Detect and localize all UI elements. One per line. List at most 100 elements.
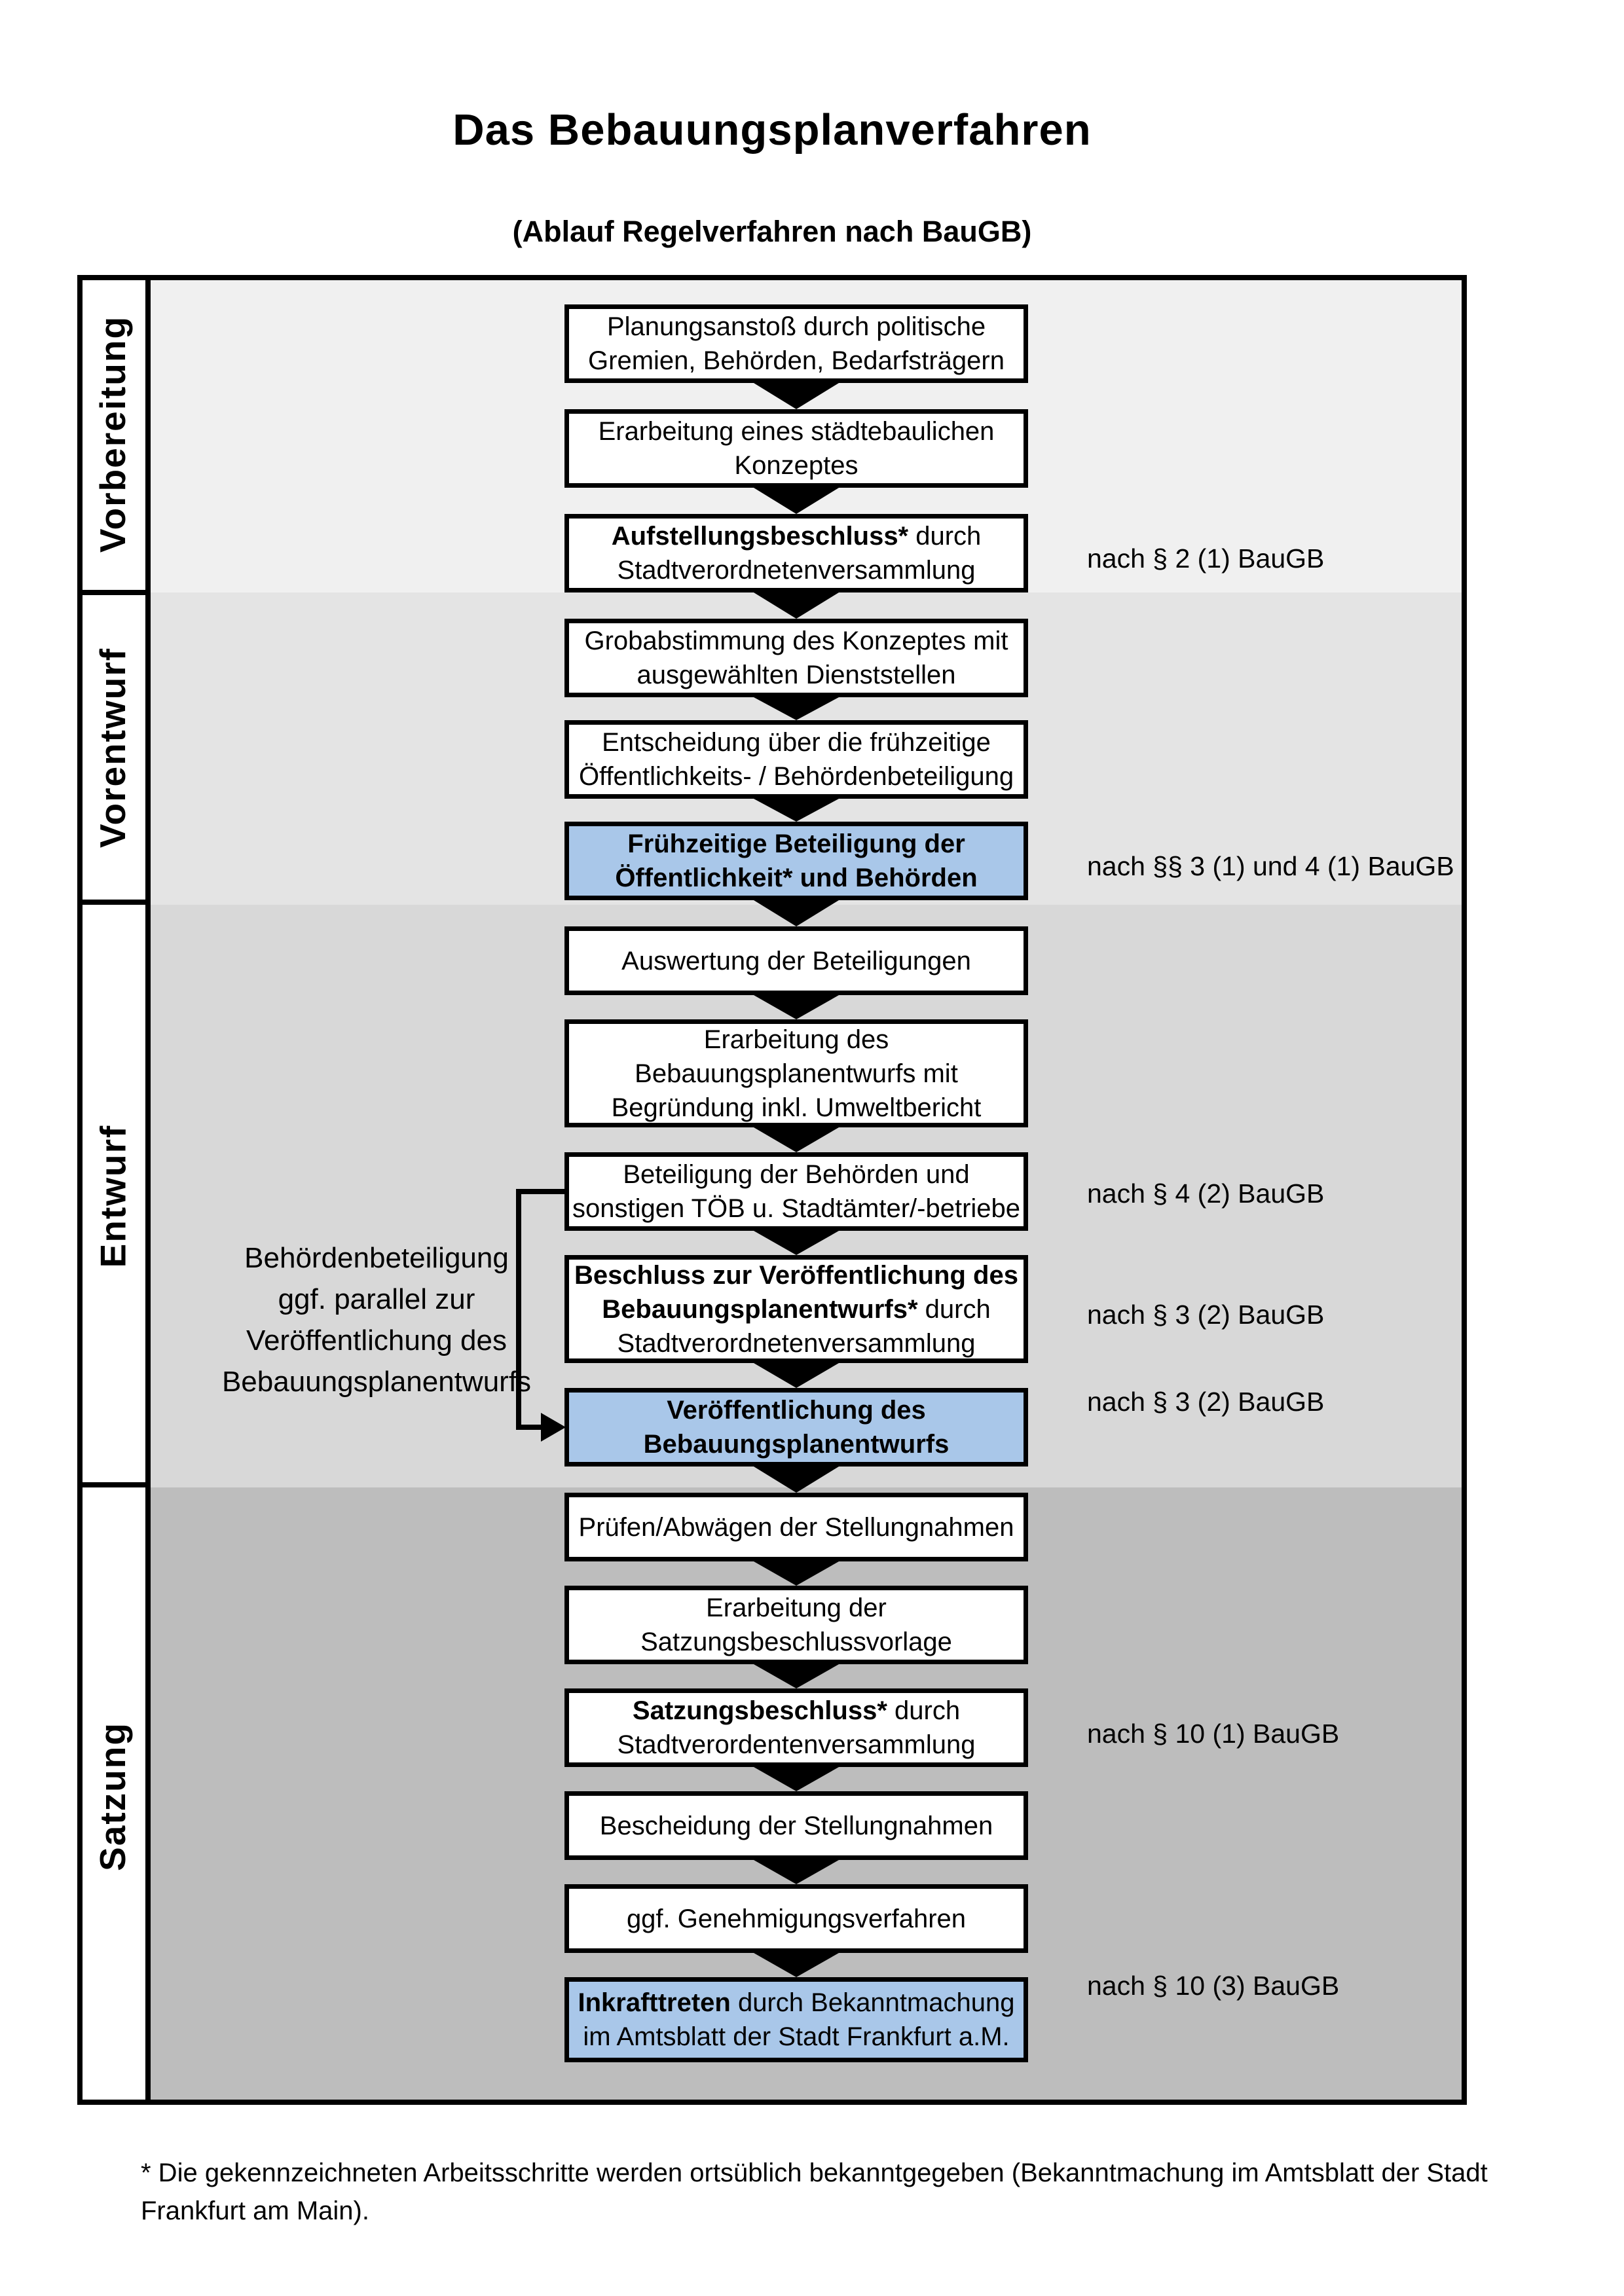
flow-step-line: Gremien, Behörden, Bedarfsträgern bbox=[588, 344, 1005, 378]
legal-ref: nach § 3 (2) BauGB bbox=[1087, 1387, 1325, 1417]
legal-ref: nach §§ 3 (1) und 4 (1) BauGB bbox=[1087, 851, 1454, 881]
flow-step-line: Beteiligung der Behörden und bbox=[623, 1157, 969, 1192]
flow-step-text: durch bbox=[887, 1696, 961, 1725]
side-note: Behördenbeteiligung ggf. parallel zur Ve… bbox=[210, 1237, 544, 1402]
flow-step-text: Erarbeitung der bbox=[706, 1594, 887, 1622]
flow-step-text: ausgewählten Dienststellen bbox=[637, 661, 956, 689]
flow-step-line: ggf. Genehmigungsverfahren bbox=[627, 1902, 966, 1936]
phase-divider bbox=[77, 900, 151, 905]
flow-step-text: Bescheidung der Stellungnahmen bbox=[599, 1811, 993, 1840]
phase-cell-vorentwurf: Vorentwurf bbox=[80, 595, 145, 900]
phase-cell-satzung: Satzung bbox=[80, 1493, 145, 2100]
flow-step-line: Veröffentlichung des bbox=[667, 1393, 926, 1427]
legal-ref: nach § 10 (1) BauGB bbox=[1087, 1719, 1340, 1749]
flow-step-line: Stadtverordnetenversammlung bbox=[618, 1326, 976, 1360]
phase-cell-entwurf: Entwurf bbox=[80, 910, 145, 1482]
flow-step-4: Grobabstimmung des Konzeptes mit ausgewäh… bbox=[564, 619, 1028, 697]
flow-step-line: Planungsanstoß durch politische bbox=[607, 310, 986, 344]
flow-step-text: Grobabstimmung des Konzeptes mit bbox=[584, 627, 1008, 655]
flow-step-line: Erarbeitung des bbox=[704, 1023, 889, 1057]
flow-step-text: ggf. Genehmigungsverfahren bbox=[626, 1904, 967, 1933]
flow-arrow-down-icon bbox=[754, 995, 839, 1019]
flow-step-line: im Amtsblatt der Stadt Frankfurt a.M. bbox=[583, 2020, 1009, 2054]
flow-step-15: Bescheidung der Stellungnahmen bbox=[564, 1791, 1028, 1860]
legal-ref: nach § 2 (1) BauGB bbox=[1087, 543, 1325, 574]
flow-arrow-down-icon bbox=[754, 1767, 839, 1791]
flow-step-text: Planungsanstoß durch politische bbox=[606, 312, 986, 341]
flow-step-line: Bebauungsplanentwurfs bbox=[644, 1427, 950, 1461]
flow-step-text-bold: Aufstellungsbeschluss* bbox=[611, 522, 909, 551]
flow-step-text: Stadtverordentenversammlung bbox=[617, 1730, 976, 1759]
flow-step-text-bold: Satzungsbeschluss* bbox=[632, 1696, 887, 1725]
flow-step-text: Erarbeitung des bbox=[703, 1025, 889, 1054]
flow-step-line: Inkrafttreten durch Bekanntmachung bbox=[578, 1986, 1014, 2020]
flow-step-text: Beteiligung der Behörden und bbox=[623, 1160, 970, 1189]
flow-step-line: ausgewählten Dienststellen bbox=[637, 658, 956, 692]
flow-step-text: Bebauungsplanentwurfs mit bbox=[635, 1059, 958, 1088]
flow-arrow-down-icon bbox=[754, 900, 839, 926]
phase-label-entwurf: Entwurf bbox=[92, 1124, 134, 1268]
flow-step-text: sonstigen TÖB u. Stadtämter/-betriebe bbox=[572, 1194, 1021, 1223]
flow-step-line: Bebauungsplanentwurfs mit bbox=[635, 1057, 958, 1091]
phase-label-vorentwurf: Vorentwurf bbox=[92, 647, 134, 848]
flow-step-line: Satzungsbeschlussvorlage bbox=[640, 1625, 952, 1659]
phase-divider bbox=[77, 1482, 151, 1487]
page-title: Das Bebauungsplanverfahren bbox=[452, 105, 1092, 155]
connector-vertical-line bbox=[516, 1189, 521, 1430]
flow-step-line: Erarbeitung eines städtebaulichen bbox=[599, 414, 995, 448]
flow-step-line: Stadtverordnetenversammlung bbox=[618, 553, 976, 587]
footnote-line: * Die gekennzeichneten Arbeitsschritte w… bbox=[141, 2159, 1488, 2187]
flow-step-16: ggf. Genehmigungsverfahren bbox=[564, 1884, 1028, 1953]
flow-arrow-down-icon bbox=[754, 697, 839, 720]
flow-step-text: Begründung inkl. Umweltbericht bbox=[611, 1093, 982, 1122]
flow-arrow-down-icon bbox=[754, 1127, 839, 1152]
flow-step-line: Entscheidung über die frühzeitige bbox=[602, 725, 991, 759]
phase-cell-vorbereitung: Vorbereitung bbox=[80, 278, 145, 590]
flow-step-text: im Amtsblatt der Stadt Frankfurt a.M. bbox=[583, 2022, 1010, 2051]
flow-step-line: Konzeptes bbox=[734, 448, 858, 483]
flow-arrow-down-icon bbox=[754, 383, 839, 409]
legal-ref: nach § 10 (3) BauGB bbox=[1087, 1971, 1340, 2001]
flow-step-text: Konzeptes bbox=[734, 451, 858, 480]
flow-arrow-down-icon bbox=[754, 1363, 839, 1388]
flow-step-9: Beteiligung der Behörden und sonstigen TÖ… bbox=[564, 1152, 1028, 1231]
phase-divider bbox=[77, 590, 151, 595]
flow-step-text: Öffentlichkeits- / Behördenbeteiligung bbox=[578, 762, 1014, 791]
flow-step-line: Begründung inkl. Umweltbericht bbox=[612, 1091, 982, 1125]
connector-arrowhead-icon bbox=[541, 1413, 566, 1442]
flow-arrow-down-icon bbox=[754, 1561, 839, 1586]
flow-step-line: Aufstellungsbeschluss* durch bbox=[612, 519, 982, 553]
phase-label-vorbereitung: Vorbereitung bbox=[92, 315, 134, 553]
page-subtitle: (Ablauf Regelverfahren nach BauGB) bbox=[512, 215, 1032, 248]
flow-arrow-down-icon bbox=[754, 1664, 839, 1688]
flow-step-text-bold: Frühzeitige Beteiligung der bbox=[627, 829, 965, 858]
flow-arrow-down-icon bbox=[754, 592, 839, 619]
flow-step-line: sonstigen TÖB u. Stadtämter/-betriebe bbox=[572, 1192, 1020, 1226]
connector-horizontal-line bbox=[521, 1425, 544, 1430]
flow-step-text: Stadtverordnetenversammlung bbox=[617, 1328, 976, 1358]
side-note-line: Behördenbeteiligung bbox=[244, 1242, 509, 1274]
flow-step-text-bold: Inkrafttreten bbox=[578, 1988, 731, 2017]
flow-step-text: Satzungsbeschlussvorlage bbox=[640, 1628, 952, 1656]
flow-step-text-bold: Beschluss zur Veröffentlichung des bbox=[574, 1260, 1018, 1290]
flow-step-line: Stadtverordentenversammlung bbox=[618, 1728, 976, 1762]
flow-step-line: Auswertung der Beteiligungen bbox=[621, 944, 971, 978]
footnote: * Die gekennzeichneten Arbeitsschritte w… bbox=[141, 2154, 1581, 2230]
side-note-line: ggf. parallel zur bbox=[278, 1283, 475, 1315]
flow-arrow-down-icon bbox=[754, 488, 839, 514]
flow-step-text: Stadtverordnetenversammlung bbox=[617, 556, 976, 585]
flow-step-text: Prüfen/Abwägen der Stellungnahmen bbox=[578, 1512, 1014, 1542]
flow-step-text: durch bbox=[917, 1294, 991, 1324]
flow-step-text-bold: Bebauungsplanentwurfs bbox=[643, 1430, 950, 1459]
